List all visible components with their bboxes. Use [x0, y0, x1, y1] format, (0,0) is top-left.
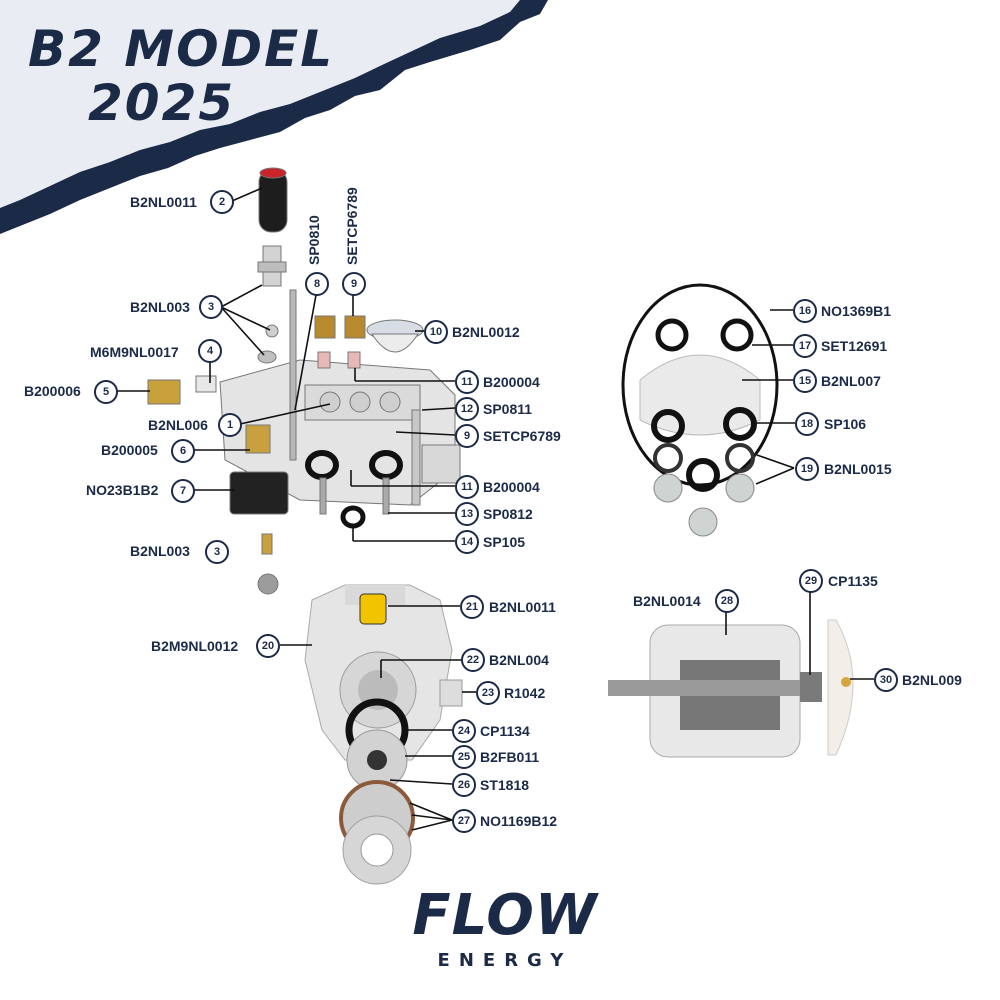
logo-subtitle: ENERGY: [437, 950, 573, 971]
callout-number: 28: [715, 589, 739, 613]
crankcase-group: [304, 584, 463, 885]
callout-label: B2NL004: [489, 652, 549, 668]
callout-label: B2M9NL0012: [151, 638, 239, 654]
callout-label: SP105: [483, 534, 526, 550]
callout-label-vertical: SETCP6789: [344, 187, 360, 265]
callout-number: 13: [455, 502, 479, 526]
callout-number: 19: [795, 457, 819, 481]
callout-label: NO1169B12: [480, 813, 558, 829]
callout-number: 4: [198, 339, 222, 363]
callout-number: 24: [452, 719, 476, 743]
callout-label: B200004: [483, 374, 540, 390]
callout-label: CP1135: [828, 573, 878, 589]
callout-number: 29: [799, 569, 823, 593]
callout-number: 26: [452, 773, 476, 797]
callout-number: 22: [461, 648, 485, 672]
callout-label: B2NL0014: [633, 593, 701, 609]
callout-number: 20: [256, 634, 280, 658]
callout-number: 10: [424, 320, 448, 344]
callout-number: 3: [199, 295, 223, 319]
callout-label: SET12691: [821, 338, 888, 354]
callout-label: B200005: [101, 442, 158, 458]
callout-label-vertical: SP0810: [306, 215, 322, 265]
callout-number: 15: [793, 369, 817, 393]
callout-number: 21: [460, 595, 484, 619]
page-title-line2: 2025: [88, 74, 236, 132]
callout-label: SP106: [824, 416, 867, 432]
callout-label: B2NL0012: [452, 324, 520, 340]
callout-number: 30: [874, 668, 898, 692]
callout-number: 1: [218, 413, 242, 437]
callout-label: CP1134: [480, 723, 530, 739]
pump-head: [147, 167, 461, 595]
paper-tear: [0, 0, 520, 208]
callout-label: SETCP6789: [483, 428, 561, 444]
callout-label: NO1369B1: [821, 303, 892, 319]
callout-label: M6M9NL0017: [90, 344, 179, 360]
callout-label: B2NL006: [148, 417, 208, 433]
callout-label: B2FB011: [480, 749, 540, 765]
callout-number: 11: [455, 475, 479, 499]
callout-label: B2NL0011: [489, 599, 556, 615]
leader-lines: [116, 187, 874, 831]
callout-number: 17: [793, 334, 817, 358]
brand-logo: FLOW ENERGY: [390, 883, 620, 972]
callout-number: 3: [205, 540, 229, 564]
page-title-line1: B2 MODEL: [28, 20, 335, 78]
callout-number: 18: [795, 412, 819, 436]
callout-label: B2NL007: [821, 373, 881, 389]
callout-number: 16: [793, 299, 817, 323]
callout-label: B2NL0011: [130, 194, 197, 210]
callout-label: B2NL009: [902, 672, 962, 688]
callout-number: 11: [455, 370, 479, 394]
callout-number: 7: [171, 479, 195, 503]
callout-number: 9: [455, 424, 479, 448]
callout-number: 8: [305, 272, 329, 296]
callout-label: B2NL003: [130, 543, 190, 559]
callout-number: 12: [455, 397, 479, 421]
callout-label: B2NL003: [130, 299, 190, 315]
callout-label: B2NL0015: [824, 461, 892, 477]
pump-seals-group: [621, 283, 779, 537]
callout-label: SP0812: [483, 506, 533, 522]
callout-label: R1042: [504, 685, 546, 701]
callout-number: 2: [210, 190, 234, 214]
callout-number: 27: [452, 809, 476, 833]
motor-group: [608, 619, 854, 758]
callout-number: 25: [452, 745, 476, 769]
callout-label: B200006: [24, 383, 81, 399]
callout-label: ST1818: [480, 777, 530, 793]
callout-label: B200004: [483, 479, 540, 495]
logo-wordmark: FLOW: [412, 883, 598, 948]
callout-number: 23: [476, 681, 500, 705]
callout-number: 5: [94, 380, 118, 404]
callout-number: 9: [342, 272, 366, 296]
callout-label: NO23B1B2: [86, 482, 159, 498]
callout-number: 6: [171, 439, 195, 463]
callout-number: 14: [455, 530, 479, 554]
callout-label: SP0811: [483, 401, 533, 417]
